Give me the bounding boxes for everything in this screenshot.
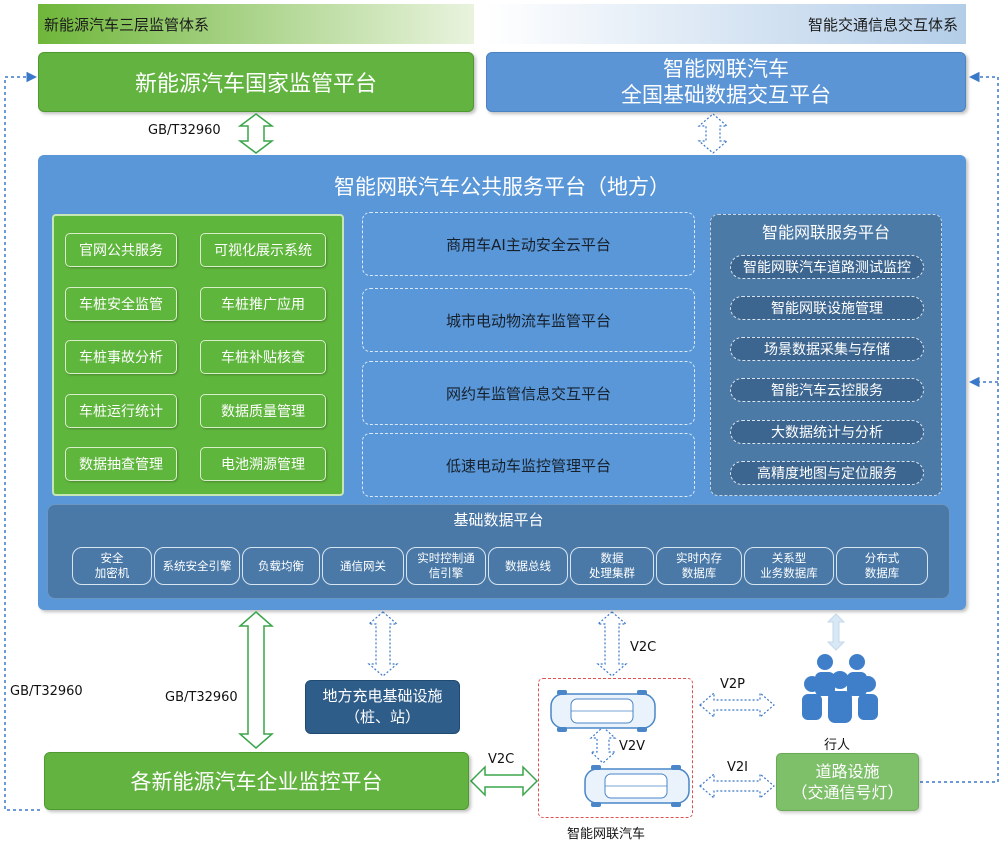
middle-platform-1[interactable]: 城市电动物流车监管平台 xyxy=(362,288,695,352)
icv-platform-line1: 智能网联汽车 xyxy=(663,57,789,81)
national-platform-label: 新能源汽车国家监管平台 xyxy=(134,72,377,97)
base-item-1[interactable]: 系统安全引擎 xyxy=(154,547,240,585)
gb-arrow-enterprise xyxy=(238,611,274,749)
base-item-5[interactable]: 数据总线 xyxy=(488,547,568,585)
service-item-2[interactable]: 场景数据采集与存储 xyxy=(730,337,924,361)
pedestrian-arrow xyxy=(826,613,846,651)
green-item-2[interactable]: 车桩安全监管 xyxy=(65,287,177,321)
v2c-label-top: V2C xyxy=(630,640,657,655)
service-item-5[interactable]: 高精度地图与定位服务 xyxy=(730,461,924,485)
base-item-7-l2: 数据库 xyxy=(681,566,717,580)
v2p-label: V2P xyxy=(720,677,746,692)
car-icon-1 xyxy=(550,690,656,732)
icv-platform-line2: 全国基础数据交互平台 xyxy=(621,83,831,107)
green-item-9[interactable]: 电池溯源管理 xyxy=(200,447,326,481)
road-facility[interactable]: 道路设施 （交通信号灯） xyxy=(776,753,919,811)
middle-platform-3[interactable]: 低速电动车监控管理平台 xyxy=(362,433,695,497)
v2c-arrow-bottom xyxy=(469,765,539,797)
v2v-label: V2V xyxy=(619,739,646,754)
service-item-4[interactable]: 大数据统计与分析 xyxy=(730,420,924,444)
icv-car-label: 智能网联汽车 xyxy=(567,827,646,842)
base-item-4-l2: 信引擎 xyxy=(428,566,464,580)
middle-platform-0[interactable]: 商用车AI主动安全云平台 xyxy=(362,212,695,276)
right-dotted-link-top xyxy=(920,71,999,783)
green-item-7[interactable]: 数据质量管理 xyxy=(200,394,326,428)
base-item-5-l1: 数据总线 xyxy=(505,558,551,573)
enterprise-platform[interactable]: 各新能源汽车企业监控平台 xyxy=(44,752,469,810)
icv-service-title: 智能网联服务平台 xyxy=(761,223,890,242)
v2v-arrow xyxy=(589,726,617,764)
base-item-9-l1: 分布式 xyxy=(864,551,900,565)
pedestrian-label: 行人 xyxy=(824,738,851,753)
base-item-8[interactable]: 关系型业务数据库 xyxy=(744,547,834,585)
green-item-5[interactable]: 车桩补贴核查 xyxy=(200,340,326,374)
gb-arrow-top xyxy=(237,113,275,154)
icv-car-area xyxy=(538,678,693,818)
service-item-3[interactable]: 智能汽车云控服务 xyxy=(730,378,924,402)
middle-platform-2[interactable]: 网约车监管信息交互平台 xyxy=(362,361,695,425)
service-item-1[interactable]: 智能网联设施管理 xyxy=(730,296,924,320)
base-item-3-l1: 通信网关 xyxy=(340,558,386,573)
green-item-3[interactable]: 车桩推广应用 xyxy=(200,287,326,321)
gb-label-left: GB/T32960 xyxy=(10,684,83,699)
v2c-label-bottom: V2C xyxy=(488,752,515,767)
service-item-0[interactable]: 智能网联汽车道路测试监控 xyxy=(730,255,924,279)
base-item-8-l2: 业务数据库 xyxy=(760,566,818,580)
left-dotted-link xyxy=(4,71,40,811)
base-item-6-l2: 处理集群 xyxy=(589,566,635,580)
public-service-platform-title: 智能网联汽车公共服务平台（地方） xyxy=(334,175,670,199)
base-item-3[interactable]: 通信网关 xyxy=(322,547,404,585)
green-item-8[interactable]: 数据抽查管理 xyxy=(65,447,177,481)
icv-national-platform[interactable]: 智能网联汽车 全国基础数据交互平台 xyxy=(486,52,966,112)
base-item-0-l1: 安全 xyxy=(100,551,124,565)
charging-infrastructure[interactable]: 地方充电基础设施 （桩、站） xyxy=(305,680,460,734)
gb-label-top: GB/T32960 xyxy=(148,123,221,138)
base-item-7[interactable]: 实时内存数据库 xyxy=(656,547,742,585)
base-item-7-l1: 实时内存 xyxy=(676,551,722,565)
base-item-0[interactable]: 安全加密机 xyxy=(72,547,152,585)
green-item-4[interactable]: 车桩事故分析 xyxy=(65,340,177,374)
v2c-arrow-top xyxy=(596,611,628,677)
base-item-2[interactable]: 负载均衡 xyxy=(242,547,320,585)
base-item-1-l1: 系统安全引擎 xyxy=(162,558,232,573)
road-line2: （交通信号灯） xyxy=(791,783,904,802)
base-item-6-l1: 数据 xyxy=(600,551,624,565)
base-item-9[interactable]: 分布式数据库 xyxy=(836,547,928,585)
base-item-4-l1: 实时控制通 xyxy=(417,551,475,565)
header-right-text: 智能交通信息交互体系 xyxy=(807,15,958,34)
national-platform[interactable]: 新能源汽车国家监管平台 xyxy=(38,52,474,112)
gb-label-mid: GB/T32960 xyxy=(165,690,238,705)
icv-arrow-top xyxy=(697,113,729,154)
enterprise-platform-label: 各新能源汽车企业监控平台 xyxy=(130,770,383,794)
road-line1: 道路设施 xyxy=(815,762,880,781)
header-left: 新能源汽车三层监管体系 xyxy=(38,4,474,44)
header-left-text: 新能源汽车三层监管体系 xyxy=(44,15,210,34)
base-item-0-l2: 加密机 xyxy=(94,566,130,580)
charging-line1: 地方充电基础设施 xyxy=(322,687,443,705)
base-item-8-l1: 关系型 xyxy=(771,551,807,565)
green-item-0[interactable]: 官网公共服务 xyxy=(65,233,177,267)
base-item-6[interactable]: 数据处理集群 xyxy=(570,547,654,585)
v2p-arrow xyxy=(699,691,775,719)
header-right: 智能交通信息交互体系 xyxy=(486,4,966,44)
green-item-1[interactable]: 可视化展示系统 xyxy=(200,233,326,267)
charging-line2: （桩、站） xyxy=(344,708,420,726)
base-item-2-l1: 负载均衡 xyxy=(258,558,304,573)
car-icon-2 xyxy=(584,765,690,807)
green-item-6[interactable]: 车桩运行统计 xyxy=(65,394,177,428)
v2i-arrow xyxy=(699,772,775,800)
pedestrian-icon xyxy=(802,654,878,723)
base-item-4[interactable]: 实时控制通信引擎 xyxy=(406,547,486,585)
v2i-label: V2I xyxy=(727,760,748,775)
base-data-platform-title: 基础数据平台 xyxy=(453,510,544,529)
charge-arrow xyxy=(367,611,399,677)
base-item-9-l2: 数据库 xyxy=(864,566,900,580)
